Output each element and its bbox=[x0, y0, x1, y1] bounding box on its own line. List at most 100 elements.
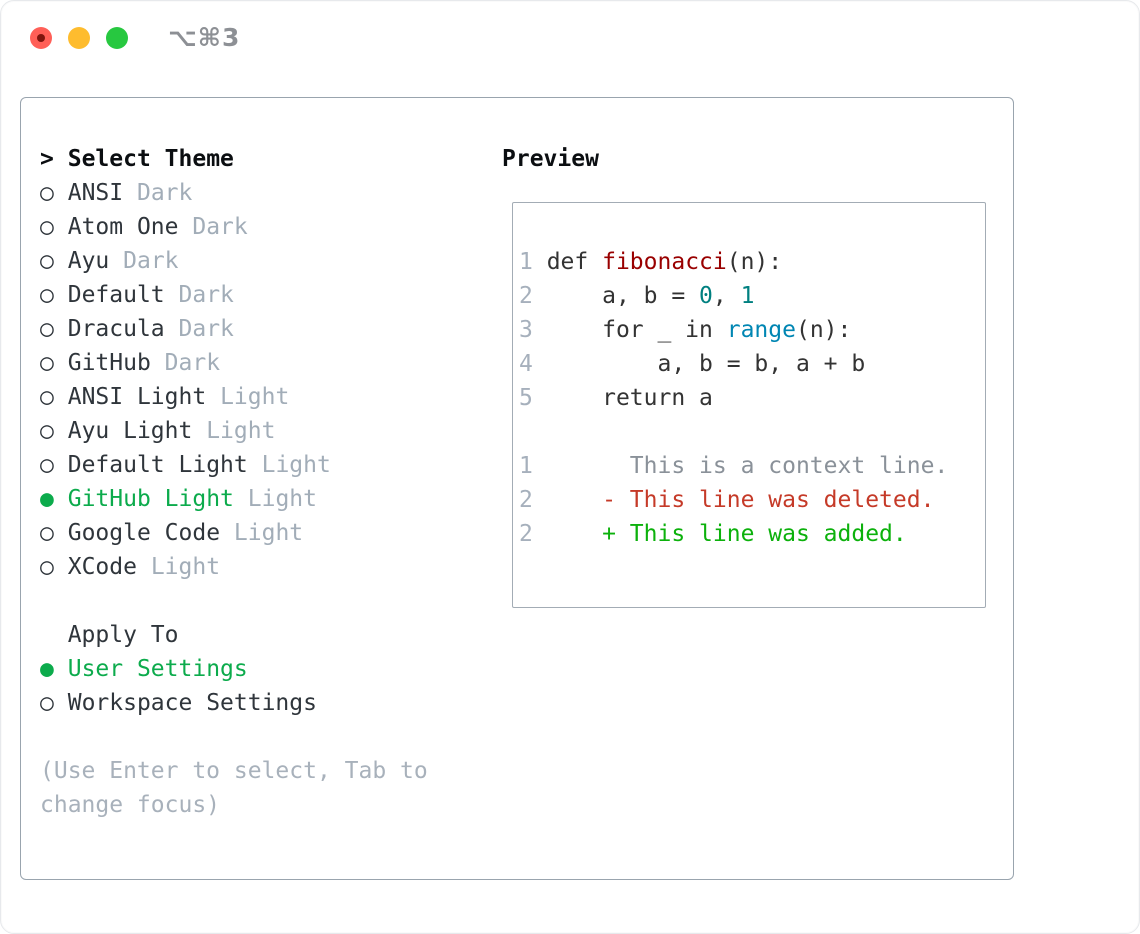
code-segment: This is a context line. bbox=[532, 453, 949, 479]
preview-line: 3 for _ in range(n): bbox=[519, 313, 985, 347]
preview-line: 2 + This line was added. bbox=[519, 517, 985, 551]
line-number: 5 bbox=[519, 385, 533, 411]
radio-icon: ○ bbox=[40, 316, 54, 342]
theme-variant: Dark bbox=[136, 180, 193, 206]
theme-option-ayu[interactable]: ○ Ayu Dark bbox=[40, 244, 428, 278]
theme-variant: Dark bbox=[164, 350, 221, 376]
theme-variant: Light bbox=[220, 384, 290, 410]
theme-variant: Dark bbox=[192, 214, 248, 240]
radio-icon: ○ bbox=[40, 452, 54, 478]
theme-option-ayu-light[interactable]: ○ Ayu Light Light bbox=[40, 414, 428, 448]
traffic-lights bbox=[30, 27, 128, 49]
theme-option-default-light[interactable]: ○ Default Light Light bbox=[40, 448, 428, 482]
theme-option-dracula[interactable]: ○ Dracula Dark bbox=[40, 312, 428, 346]
theme-option-github-light[interactable]: ● GitHub Light Light bbox=[40, 482, 428, 516]
theme-name: Dracula bbox=[67, 316, 165, 342]
line-number: 1 bbox=[519, 249, 533, 275]
theme-name: Google Code bbox=[67, 520, 221, 546]
radio-icon: ○ bbox=[40, 384, 54, 410]
theme-variant: Dark bbox=[178, 282, 234, 308]
line-number: 2 bbox=[519, 283, 533, 309]
preview-line: 5 return a bbox=[519, 381, 985, 415]
titlebar: ⌥⌘3 bbox=[1, 1, 1139, 73]
theme-option-xcode[interactable]: ○ XCode Light bbox=[40, 550, 428, 584]
theme-name: Atom One bbox=[67, 214, 179, 240]
apply-to-section: Apply To ● User Settings○ Workspace Sett… bbox=[40, 618, 428, 720]
minimize-button-icon[interactable] bbox=[68, 27, 90, 49]
hint-line-2: change focus) bbox=[40, 792, 221, 818]
preview-line bbox=[519, 415, 985, 449]
radio-icon: ○ bbox=[40, 180, 54, 206]
line-number: 2 bbox=[519, 521, 533, 547]
apply-to-label: Apply To bbox=[67, 622, 179, 648]
code-segment: return a bbox=[532, 385, 713, 411]
preview-line: 2 - This line was deleted. bbox=[519, 483, 985, 517]
window-title: ⌥⌘3 bbox=[168, 23, 241, 52]
theme-variant: Light bbox=[233, 520, 304, 546]
radio-icon: ○ bbox=[40, 520, 54, 546]
radio-icon: ○ bbox=[40, 350, 54, 376]
prompt-icon: > bbox=[40, 146, 54, 172]
code-segment: , bbox=[712, 283, 741, 309]
theme-name: Ayu Light bbox=[67, 418, 193, 444]
preview-label: Preview bbox=[502, 146, 599, 172]
select-theme-header: > Select Theme bbox=[40, 142, 428, 176]
theme-option-ansi-light[interactable]: ○ ANSI Light Light bbox=[40, 380, 428, 414]
line-number: 3 bbox=[519, 317, 533, 343]
preview-line: 1 def fibonacci(n): bbox=[519, 245, 985, 279]
radio-selected-icon: ● bbox=[40, 656, 54, 682]
theme-option-google-code[interactable]: ○ Google Code Light bbox=[40, 516, 428, 550]
theme-variant: Dark bbox=[123, 248, 179, 274]
preview-header: Preview bbox=[502, 142, 599, 176]
apply-to-header: Apply To bbox=[40, 618, 428, 652]
theme-variant: Light bbox=[261, 452, 331, 478]
code-segment: def bbox=[532, 249, 603, 275]
theme-name: GitHub Light bbox=[67, 486, 234, 512]
line-number: 4 bbox=[519, 351, 533, 377]
theme-option-default[interactable]: ○ Default Dark bbox=[40, 278, 428, 312]
code-segment: (n): bbox=[726, 249, 783, 275]
theme-name: Ayu bbox=[67, 248, 110, 274]
theme-variant: Dark bbox=[178, 316, 234, 342]
theme-name: XCode bbox=[67, 554, 137, 580]
preview-line: 2 a, b = 0, 1 bbox=[519, 279, 985, 313]
code-segment: a, b = bbox=[532, 283, 700, 309]
theme-picker-column: > Select Theme ○ ANSI Dark○ Atom One Dar… bbox=[40, 142, 428, 822]
radio-icon: ○ bbox=[40, 282, 54, 308]
theme-list: ○ ANSI Dark○ Atom One Dark○ Ayu Dark○ De… bbox=[40, 176, 428, 584]
apply-option-label: User Settings bbox=[67, 656, 248, 682]
theme-variant: Light bbox=[206, 418, 276, 444]
theme-option-atom-one[interactable]: ○ Atom One Dark bbox=[40, 210, 428, 244]
radio-icon: ○ bbox=[40, 214, 54, 240]
theme-name: GitHub bbox=[67, 350, 151, 376]
code-segment: (n): bbox=[795, 317, 852, 343]
theme-variant: Light bbox=[247, 486, 317, 512]
radio-icon: ○ bbox=[40, 248, 54, 274]
apply-option-user-settings[interactable]: ● User Settings bbox=[40, 652, 428, 686]
code-segment: range bbox=[726, 317, 796, 343]
code-segment: - This line was deleted. bbox=[532, 487, 935, 513]
theme-picker-panel: > Select Theme ○ ANSI Dark○ Atom One Dar… bbox=[20, 97, 1014, 880]
code-segment: for _ in bbox=[532, 317, 727, 343]
close-button-icon[interactable] bbox=[30, 27, 52, 49]
apply-to-list: ● User Settings○ Workspace Settings bbox=[40, 652, 428, 720]
theme-option-ansi[interactable]: ○ ANSI Dark bbox=[40, 176, 428, 210]
zoom-button-icon[interactable] bbox=[106, 27, 128, 49]
theme-name: Default bbox=[67, 282, 165, 308]
code-segment: fibonacci bbox=[602, 249, 727, 275]
hint-line-1: (Use Enter to select, Tab to bbox=[40, 758, 428, 784]
theme-option-github[interactable]: ○ GitHub Dark bbox=[40, 346, 428, 380]
apply-option-label: Workspace Settings bbox=[67, 690, 317, 716]
hint-text: (Use Enter to select, Tab to change focu… bbox=[40, 754, 428, 822]
line-number: 2 bbox=[519, 487, 533, 513]
theme-name: ANSI Light bbox=[67, 384, 207, 410]
radio-icon: ○ bbox=[40, 554, 54, 580]
theme-variant: Light bbox=[150, 554, 221, 580]
apply-option-workspace-settings[interactable]: ○ Workspace Settings bbox=[40, 686, 428, 720]
line-number: 1 bbox=[519, 453, 533, 479]
radio-icon: ○ bbox=[40, 690, 54, 716]
preview-line: 4 a, b = b, a + b bbox=[519, 347, 985, 381]
select-theme-label: Select Theme bbox=[67, 146, 234, 172]
